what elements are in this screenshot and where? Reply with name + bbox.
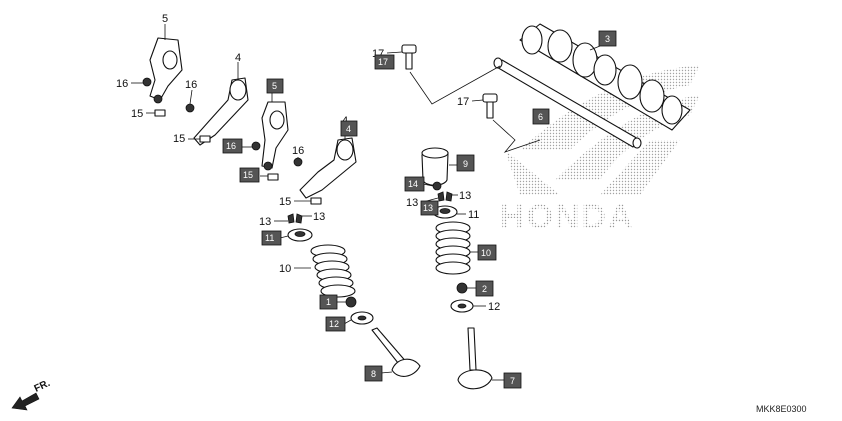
camshaft (519, 23, 691, 131)
box-label-16: 16 (222, 138, 243, 154)
bolt-17-upper (401, 44, 417, 70)
box-label-2: 2 (475, 280, 494, 297)
label-4-upper: 4 (235, 52, 241, 64)
box-label-13: 13 (420, 200, 439, 216)
front-direction-arrow: FR. (11, 378, 52, 411)
label-16-mid: 16 (185, 79, 197, 91)
rocker-arm-5-middle (261, 101, 289, 171)
svg-text:4: 4 (346, 124, 351, 134)
lock-nut-16-b (185, 103, 195, 113)
svg-text:16: 16 (226, 141, 236, 151)
box-label-1: 1 (319, 294, 338, 310)
adjusting-screw-15-b (199, 135, 211, 143)
label-13-left-b: 13 (313, 211, 325, 223)
valve-cotters-13-left (287, 213, 303, 224)
box-label-12-left: 12 (325, 316, 346, 332)
label-10-left: 10 (279, 263, 291, 275)
box-label-14: 14 (404, 176, 425, 192)
box-label-17: 17 (374, 54, 395, 70)
spring-retainer-11-left (287, 228, 313, 242)
label-17-lower: 17 (457, 96, 469, 108)
intake-valve-8 (371, 327, 421, 377)
svg-text:2: 2 (482, 284, 487, 294)
svg-text:1: 1 (326, 297, 331, 307)
label-5-upper: 5 (162, 13, 168, 25)
box-label-4: 4 (340, 120, 358, 137)
spring-seat-12-right (450, 299, 474, 313)
rocker-arm-4-lower (299, 137, 357, 199)
honda-wing-logo: HONDA (500, 65, 700, 236)
box-label-6: 6 (532, 108, 550, 125)
label-13-right-a: 13 (459, 190, 471, 202)
valve-spring-10-left (310, 244, 356, 298)
lock-nut-16-a (142, 77, 152, 87)
svg-text:8: 8 (371, 369, 376, 379)
box-label-8: 8 (364, 365, 383, 382)
label-16-left: 16 (116, 78, 128, 90)
honda-logo-text: HONDA (500, 198, 635, 236)
exhaust-valve-7 (457, 327, 493, 390)
rocker-arm-4-upper (193, 77, 249, 146)
adjusting-screw-15-c (267, 173, 279, 181)
svg-text:15: 15 (243, 170, 253, 180)
valve-lifter-9 (421, 147, 449, 186)
svg-text:12: 12 (329, 319, 339, 329)
stem-seal-1 (345, 296, 357, 308)
svg-text:3: 3 (605, 34, 610, 44)
label-13-right-b: 13 (406, 197, 418, 209)
label-11-right: 11 (468, 209, 479, 221)
front-label: FR. (33, 378, 52, 395)
valve-cotters-13-right (437, 191, 453, 202)
bolt-17-lower (482, 93, 498, 119)
svg-text:11: 11 (265, 233, 274, 243)
box-label-3: 3 (598, 30, 617, 47)
rocker-arm-shaft (493, 57, 642, 149)
spring-retainer-11-right (432, 205, 458, 219)
label-16-right: 16 (292, 145, 304, 157)
valve-spring-10-right (435, 221, 471, 275)
label-13-left-a: 13 (259, 216, 271, 228)
box-label-11: 11 (261, 230, 282, 246)
svg-text:14: 14 (408, 179, 418, 189)
svg-text:7: 7 (510, 376, 515, 386)
svg-text:5: 5 (272, 81, 277, 91)
box-label-10: 10 (477, 244, 497, 261)
diagram-code: MKK8E0300 (756, 404, 807, 414)
lock-nut-16-c (251, 141, 261, 151)
box-label-5: 5 (266, 78, 284, 94)
adjusting-screw-15-d (310, 197, 322, 205)
spring-seat-12-left (350, 311, 374, 325)
label-12-right: 12 (488, 301, 500, 313)
stem-seal-2 (456, 282, 468, 294)
svg-text:9: 9 (463, 159, 468, 169)
label-15-mid: 15 (173, 133, 185, 145)
adjusting-screw-15-a (154, 109, 166, 117)
box-label-15: 15 (239, 167, 260, 183)
box-label-7: 7 (503, 372, 522, 389)
shim-14 (432, 181, 442, 191)
rocker-arm-5-left (149, 37, 183, 104)
svg-text:6: 6 (538, 112, 543, 122)
svg-text:13: 13 (423, 203, 433, 213)
svg-text:10: 10 (481, 248, 491, 258)
box-label-9: 9 (456, 154, 475, 172)
svg-text:17: 17 (378, 57, 388, 67)
label-15-right: 15 (279, 196, 291, 208)
lock-nut-16-d (293, 157, 303, 167)
label-15-left: 15 (131, 108, 143, 120)
